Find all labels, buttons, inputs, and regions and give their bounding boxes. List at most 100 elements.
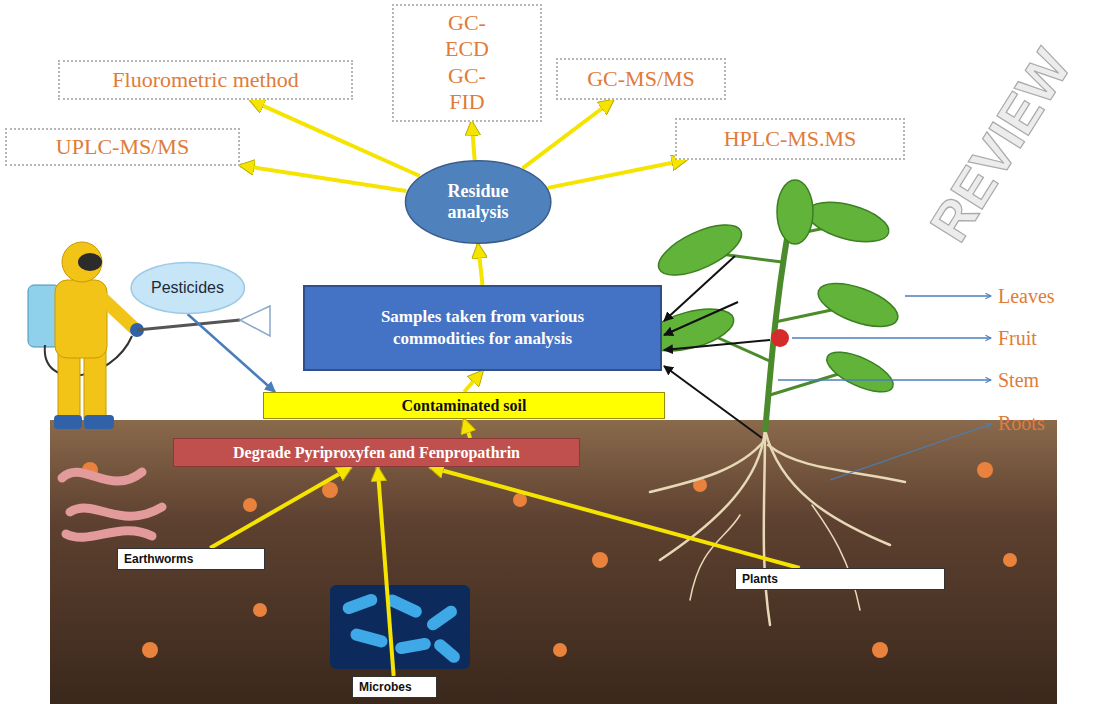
- soil-pebbles: [82, 462, 1017, 658]
- plant-roots: [650, 430, 905, 625]
- soil-ground: [50, 420, 1057, 704]
- pebble: [253, 603, 267, 617]
- bacterium: [394, 637, 432, 655]
- process-band: Degrade Pyriproxyfen and Fenpropathrin: [173, 438, 580, 467]
- method-box: HPLC-MS.MS: [675, 118, 905, 160]
- arm: [100, 296, 134, 328]
- visor: [78, 253, 102, 271]
- node-text: Earthworms: [124, 552, 193, 566]
- node-text: Samples taken from various commodities f…: [335, 306, 630, 350]
- pebble: [243, 498, 257, 512]
- flow-arrow: [378, 467, 394, 676]
- method-box: GC-MS/MS: [556, 58, 726, 100]
- sample-arrow: [664, 366, 762, 438]
- part-label: Fruit: [998, 326, 1037, 350]
- node-text: Contaminated soil: [402, 397, 527, 415]
- node-text: Microbes: [359, 680, 412, 694]
- flow-arrow: [430, 467, 800, 568]
- earthworm: [66, 531, 152, 538]
- watermark: REVIEW: [921, 40, 1080, 249]
- node-text: Plants: [742, 572, 778, 586]
- leader-line: [778, 379, 991, 380]
- microbe-ground: [330, 585, 470, 669]
- node-text: Residue analysis: [430, 181, 526, 222]
- source-tag: Microbes: [352, 676, 437, 698]
- plant-picture: [642, 180, 903, 432]
- sample-arrow: [664, 302, 738, 335]
- earthworm: [62, 472, 142, 481]
- analysis-ellipse: Residue analysis: [404, 160, 552, 244]
- bacterium: [341, 592, 379, 616]
- earthworm: [70, 507, 162, 516]
- method-box: GC-ECD GC-FID: [392, 4, 542, 122]
- leader-line: [830, 424, 991, 480]
- source-tag: Plants: [735, 568, 945, 590]
- sprayer-person: [28, 242, 270, 429]
- sample-arrows: [664, 256, 770, 438]
- node-text: GC-MS/MS: [587, 66, 695, 92]
- leg: [84, 350, 106, 420]
- root: [812, 505, 860, 610]
- pebble: [513, 493, 527, 507]
- source-tag: Earthworms: [117, 548, 265, 570]
- pebble: [1003, 553, 1017, 567]
- hood: [62, 242, 102, 282]
- root: [764, 430, 770, 625]
- microbes-picture: [330, 585, 470, 669]
- bacterium: [425, 603, 460, 632]
- flow-arrow: [472, 122, 475, 160]
- boot: [54, 415, 82, 429]
- node-text: Fluorometric method: [112, 67, 298, 93]
- node-text: UPLC-MS/MS: [56, 134, 189, 160]
- sample-arrow: [664, 340, 770, 350]
- node-text: Pesticides: [151, 279, 224, 297]
- flow-arrow: [240, 165, 406, 191]
- pesticide-bubble: Pesticides: [130, 262, 246, 314]
- flow-arrow: [464, 419, 470, 438]
- ellipse-shape: [405, 161, 550, 243]
- bacterium: [349, 627, 389, 648]
- flow-arrow: [464, 371, 483, 392]
- leaf: [821, 344, 898, 400]
- node-text: HPLC-MS.MS: [724, 126, 857, 152]
- leaf: [777, 180, 813, 244]
- pebble: [592, 552, 608, 568]
- pebble: [142, 642, 158, 658]
- bacterium: [432, 637, 463, 665]
- part-label: Leaves: [998, 284, 1055, 308]
- process-box: Samples taken from various commodities f…: [303, 285, 662, 371]
- part-label: Roots: [998, 411, 1045, 435]
- sample-arrow: [664, 256, 735, 321]
- soil-band: Contaminated soil: [263, 392, 665, 419]
- leaf: [652, 215, 749, 286]
- pebble: [553, 643, 567, 657]
- fruit: [771, 329, 789, 347]
- root: [650, 440, 765, 492]
- earthworms-picture: [62, 472, 162, 537]
- leaf: [803, 195, 893, 250]
- method-box: UPLC-MS/MS: [5, 128, 240, 166]
- root: [768, 445, 905, 482]
- node-text: Degrade Pyriproxyfen and Fenpropathrin: [233, 444, 520, 462]
- flow-arrow: [187, 314, 275, 392]
- flow-arrow: [478, 244, 483, 285]
- leg: [58, 350, 80, 420]
- branch: [770, 372, 845, 395]
- spray-cone: [240, 306, 270, 336]
- boot: [84, 415, 114, 429]
- method-box: Fluorometric method: [58, 60, 353, 100]
- leader-line: [792, 337, 991, 338]
- root: [660, 430, 765, 560]
- pebble: [977, 462, 993, 478]
- node-text: GC-ECD GC-FID: [445, 10, 489, 116]
- pebble: [872, 642, 888, 658]
- leader-line: [905, 295, 991, 296]
- ellipse-shape: [131, 263, 244, 314]
- leaf: [813, 275, 904, 336]
- part-leaders: [778, 296, 991, 480]
- spray-wand: [137, 320, 240, 330]
- root: [690, 515, 740, 600]
- flow-arrow: [548, 160, 686, 188]
- flow-arrow: [210, 467, 351, 548]
